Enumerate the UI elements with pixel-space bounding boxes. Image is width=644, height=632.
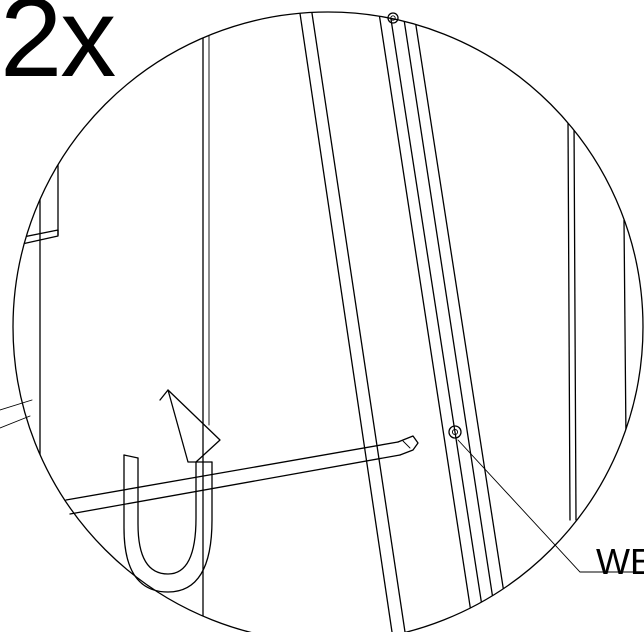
rail-edge-2 [400,12,499,632]
external-leader-left [0,399,33,429]
right-panel-edge [567,119,571,521]
clockwise-rotation-arrow-icon [123,389,221,593]
rail-edge-1 [376,12,475,632]
quantity-label: 2x [0,0,116,100]
panel-lip [17,229,59,245]
screwdriver-icon [65,435,419,515]
panel-diagonal-edge-1 [297,12,393,632]
callout-leader [457,439,644,573]
magnifier-circle [12,11,644,632]
panel-assembly [17,12,627,632]
screw-icon [387,12,399,24]
screw-icon [448,425,462,439]
callout-label: WE [596,541,644,582]
